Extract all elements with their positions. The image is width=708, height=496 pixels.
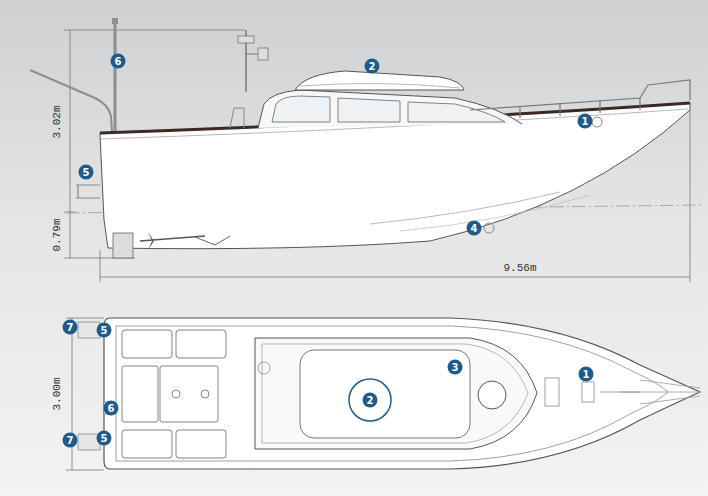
highlight-ring <box>349 379 391 421</box>
deck-seats <box>122 330 226 458</box>
cabin-windows <box>272 96 505 122</box>
gunwale <box>116 326 668 461</box>
hatch <box>478 381 506 409</box>
callout-number: 7 <box>63 320 78 335</box>
hull-top <box>104 318 700 469</box>
callout-number: 5 <box>97 323 112 338</box>
cabin-inner <box>262 344 528 443</box>
outboard-brackets <box>78 322 112 450</box>
light <box>258 48 268 60</box>
strut <box>195 236 230 245</box>
deck-fittings <box>545 378 640 406</box>
callout-number: 3 <box>448 360 463 375</box>
winch <box>592 117 602 127</box>
radar <box>238 36 254 43</box>
radar-top <box>258 362 270 374</box>
dimension-lines <box>64 30 690 282</box>
hardtop-line <box>300 83 460 88</box>
mast-arm <box>246 54 258 55</box>
pole-cap <box>112 18 118 24</box>
rudder <box>113 233 133 258</box>
callout-number: 2 <box>365 59 380 74</box>
aft-post <box>230 108 244 128</box>
callout-number: 4 <box>467 221 482 236</box>
dimension-label: 9.56m <box>501 262 538 275</box>
hardtop-top <box>300 350 470 438</box>
cabin-top <box>255 338 537 449</box>
callout-number: 5 <box>97 431 112 446</box>
hardtop <box>295 71 464 90</box>
dimension-label: 3.02m <box>51 103 64 140</box>
callout-number: 1 <box>579 367 594 382</box>
thruster <box>484 223 494 233</box>
dimension-label: 3.00m <box>51 375 64 412</box>
dimension-label: 0.79m <box>51 216 64 253</box>
propeller <box>148 232 154 250</box>
chine-line <box>370 192 560 224</box>
callout-number: 6 <box>111 54 126 69</box>
callout-number: 6 <box>104 401 119 416</box>
callout-number: 1 <box>578 114 593 129</box>
callout-number: 2 <box>363 393 378 408</box>
stern-bracket <box>76 185 100 198</box>
bow-rail <box>470 80 690 118</box>
chine-line <box>400 195 590 231</box>
callout-number: 7 <box>63 433 78 448</box>
callout-number: 5 <box>79 165 94 180</box>
